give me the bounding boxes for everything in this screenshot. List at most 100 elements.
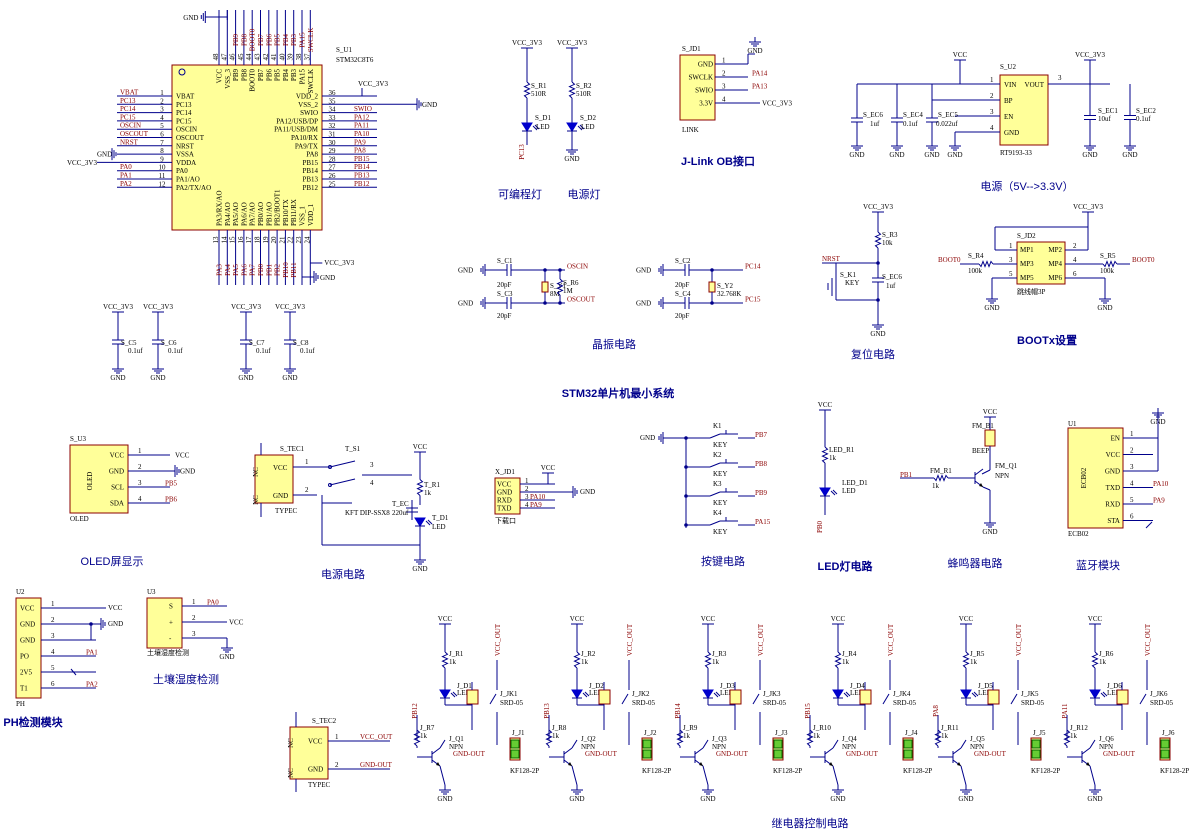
mcu-pin-num: 32 (329, 122, 337, 130)
led-net: PB0 (816, 520, 824, 533)
oled-pin-name: SDA (110, 500, 124, 508)
crystal-net: OSCIN (567, 263, 588, 271)
power-label: VCC (953, 51, 968, 59)
mcu-net-label: VBAT (120, 89, 139, 97)
junction-dot (558, 268, 562, 272)
res-value: 1M (563, 287, 574, 295)
buzzer-value: BEEP (972, 447, 989, 455)
mcu-net-label: PB0 (257, 263, 265, 276)
soil-net: PA0 (207, 599, 219, 607)
key-arm-icon (709, 491, 721, 497)
terminal-value: KF128-2P (510, 767, 539, 775)
res-ref: LED_R1 (829, 446, 855, 454)
soil-pin: - (169, 635, 172, 643)
jlink-pin-name: GND (698, 61, 713, 69)
led-value: LED (978, 689, 992, 697)
power-label: VCC_3V3 (1073, 203, 1103, 211)
q-value: NPN (449, 743, 463, 751)
mcu-net-label: PA2 (120, 180, 132, 188)
download-pin-num: 3 (525, 493, 529, 501)
led-value: LED (850, 689, 864, 697)
res-value: 10k (882, 239, 893, 247)
resistor-icon (978, 260, 994, 268)
mcu-pin-num: 3 (160, 106, 164, 114)
cap-value: 20pF (675, 281, 690, 289)
gnd-label: GND (870, 330, 885, 338)
oled-foot: OLED (70, 515, 89, 523)
mcu-pin-num: 22 (287, 236, 295, 244)
relay-switch-icon (882, 693, 890, 705)
junction-dot (710, 268, 714, 272)
cap-ref: S_EC6 (882, 273, 902, 281)
bluetooth-body (1067, 427, 1124, 529)
gnd-label: GND (437, 795, 452, 803)
res-value: 1k (1099, 658, 1107, 666)
res-value: 1k (941, 732, 949, 740)
crystal-value: 8M (550, 290, 561, 298)
reg-ref: S_U2 (1000, 63, 1016, 71)
mcu-pin-num: 34 (329, 106, 337, 114)
mcu-net-label: PA8 (354, 147, 366, 155)
power-label: VCC (701, 615, 716, 623)
mcu-pin-name: PC14 (176, 109, 192, 117)
ph-net: PA1 (86, 649, 98, 657)
led-value: LED (581, 123, 595, 131)
terminal-value: KF128-2P (642, 767, 671, 775)
res-value: 1k (424, 489, 432, 497)
key-ref: K2 (713, 451, 722, 459)
terminal-value: KF128-2P (903, 767, 932, 775)
mcu-net-label: PA7 (249, 264, 257, 276)
wire (571, 765, 578, 786)
typec2-pin: VCC (308, 738, 323, 746)
res-ref: S_R4 (968, 252, 984, 260)
terminal-icon (1160, 749, 1170, 759)
relay-net: PB14 (674, 703, 682, 719)
bt-part: ECB02 (1080, 467, 1088, 488)
mcu-net-label: PA15 (299, 32, 307, 48)
wire (571, 739, 578, 749)
mcu-pin-name: PA6/AO (240, 202, 248, 226)
mcu-pin-num: 47 (220, 53, 228, 61)
led-icon (414, 517, 426, 527)
cap-ref: S_C8 (293, 339, 309, 347)
cap-value: 0.1uf (300, 347, 315, 355)
led-value: LED (589, 689, 603, 697)
gnd-label: GND (412, 565, 427, 573)
led-value: LED (536, 123, 550, 131)
relay-gout: GND-OUT (585, 750, 618, 758)
transistor-arrow-icon (568, 762, 572, 766)
boot-pin-num: 5 (1009, 270, 1013, 278)
jlink-body (679, 54, 716, 121)
res-ref: S_R3 (882, 231, 898, 239)
terminal-icon (773, 739, 783, 749)
mcu-pin-num: 37 (303, 53, 311, 61)
buzzer-net: PB1 (900, 471, 913, 479)
jlink-pin-name: SWCLK (689, 74, 714, 82)
gnd-label: GND (180, 468, 195, 476)
caption-led: LED灯电路 (818, 559, 874, 573)
res-ref: S_R5 (1100, 252, 1116, 260)
mcu-net-label: PB15 (354, 155, 370, 163)
relay-value: SRD-05 (763, 699, 786, 707)
mcu-pin-name: OSCOUT (176, 134, 205, 142)
bt-pin-num: 1 (1130, 430, 1134, 438)
led-ref: J_D5 (978, 682, 993, 690)
soil-pin: S (169, 603, 173, 611)
led-icon (566, 122, 578, 132)
mcu-pin-num: 26 (329, 172, 337, 180)
resistor-icon (1102, 260, 1118, 268)
relay-coil-icon (987, 689, 1000, 705)
mcu-pin-name: VDDA (176, 159, 196, 167)
key-value: KEY (713, 499, 727, 507)
mcu-pin-num: 41 (270, 53, 278, 61)
boot-jumper-body (1016, 241, 1066, 285)
mcu-net-label: PA3 (216, 264, 224, 276)
caption-pwr-circuit: 电源电路 (321, 567, 365, 581)
caption-keys: 按键电路 (701, 554, 745, 568)
mcu-pin-num: 8 (160, 147, 164, 155)
ph-pin: GND (20, 637, 35, 645)
mcu-pin-num: 42 (262, 53, 270, 61)
res-value: 1k (970, 658, 978, 666)
mcu-pin-name: PC15 (176, 117, 192, 125)
q-value: NPN (1099, 743, 1113, 751)
